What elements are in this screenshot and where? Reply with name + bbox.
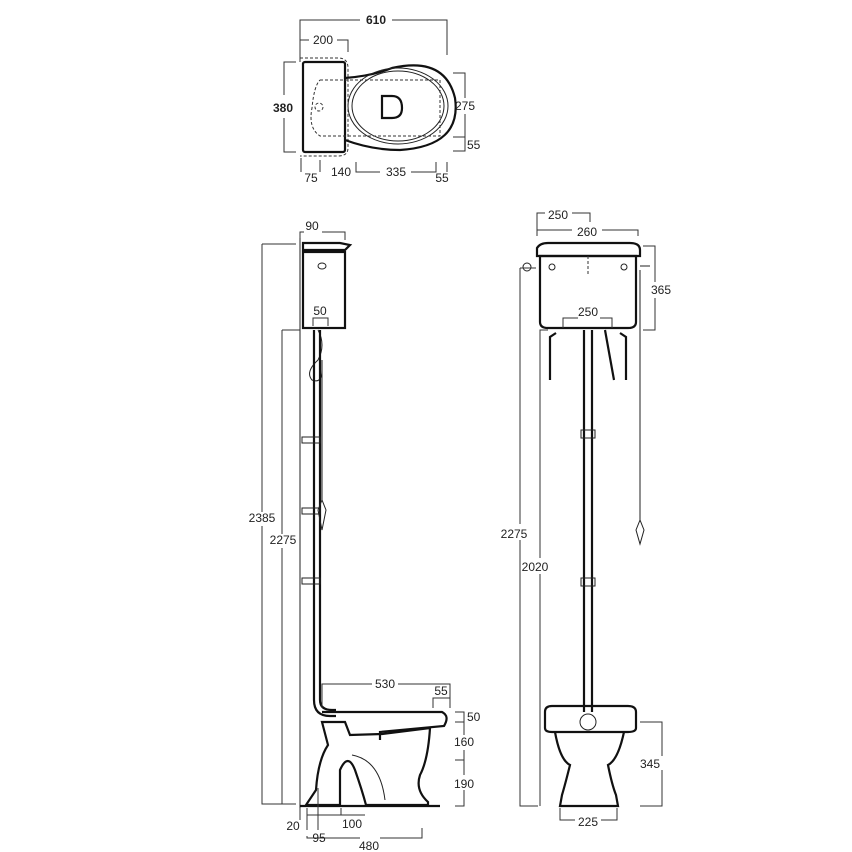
pan-side [303, 720, 432, 807]
dim-275: 275 [455, 99, 475, 113]
dim-55-front: 55 [435, 171, 449, 185]
dim-90: 90 [305, 219, 319, 233]
dim-140: 140 [331, 165, 351, 179]
seat-outlet-plan [380, 94, 404, 120]
dim-480: 480 [359, 839, 379, 852]
cistern-lid-front [535, 241, 642, 258]
dim-380: 380 [273, 101, 293, 115]
dim-50-pipe: 50 [313, 304, 327, 318]
front-view: 250 260 250 365 2275 2020 345 225 [501, 208, 672, 829]
dim-530: 530 [375, 677, 395, 691]
plan-view: 610 200 380 275 55 75 140 335 55 [273, 13, 481, 185]
dim-20: 20 [286, 819, 300, 833]
dim-225: 225 [578, 815, 598, 829]
dim-260: 260 [577, 225, 597, 239]
dim-50-seat: 50 [467, 710, 481, 724]
cistern-side [301, 250, 347, 330]
cistern-plan [301, 60, 347, 154]
dim-200: 200 [313, 33, 333, 47]
dim-100: 100 [342, 817, 362, 831]
dim-95: 95 [312, 831, 326, 845]
dim-2385: 2385 [249, 511, 276, 525]
dim-75: 75 [304, 171, 318, 185]
cistern-lid-side [301, 241, 353, 252]
dim-2275-side: 2275 [270, 533, 297, 547]
pan-rim-front [543, 704, 638, 734]
dim-250-bracket: 250 [578, 305, 598, 319]
side-view: 90 50 2385 2275 530 55 50 160 190 20 95 … [249, 219, 481, 852]
dim-2020: 2020 [522, 560, 549, 574]
dim-345: 345 [640, 757, 660, 771]
flush-pipe-front [582, 330, 594, 712]
pan-front [553, 731, 626, 808]
dim-160: 160 [454, 735, 474, 749]
dim-335: 335 [386, 165, 406, 179]
pan-rim-side [322, 710, 448, 740]
dim-2275-front: 2275 [501, 527, 528, 541]
dim-55-side: 55 [434, 684, 448, 698]
dim-250-top: 250 [548, 208, 568, 222]
dim-610: 610 [366, 13, 386, 27]
dim-190: 190 [454, 777, 474, 791]
dim-55-right: 55 [467, 138, 481, 152]
cistern-front [538, 254, 638, 330]
dim-365: 365 [651, 283, 671, 297]
